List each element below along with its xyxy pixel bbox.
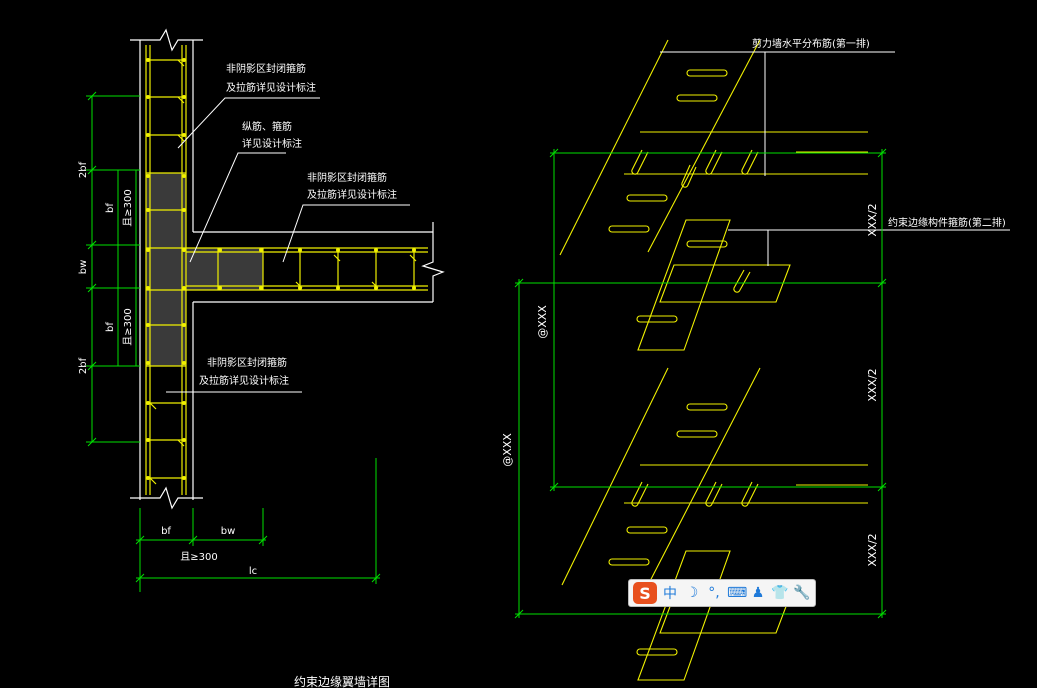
user-icon[interactable]: ♟ [751,585,765,601]
left-vertical-dimensions [86,91,140,447]
dim-xxx-half-3: XXX/2 [866,533,879,566]
dim-ge300-bottom: 且≥300 [122,308,134,345]
label-upper-wall-2: 及拉筋详见设计标注 [226,81,316,94]
right-dimensions [514,148,887,619]
dim-ge300-horizontal: 且≥300 [180,551,217,563]
dim-ge300-top: 且≥300 [122,189,134,226]
rebar-dots [146,58,416,480]
left-horizontal-dimensions [135,458,381,592]
horizontal-wall-rebar [186,247,428,291]
shaded-boundary-zone [146,173,263,366]
wrench-icon[interactable]: 🔧 [793,585,811,601]
right-labels: 剪力墙水平分布筋(第一排) 约束边缘构件箍筋(第二排) [752,37,1006,229]
right-rebar-detail: 剪力墙水平分布筋(第一排) 约束边缘构件箍筋(第二排) XXX/2 XXX/2 … [501,37,1010,681]
dim-bf-bottom: bf [105,322,116,332]
left-vertical-dim-text: 2bf bf 且≥300 bw bf 且≥300 2bf [78,161,134,374]
label-longitudinal-2: 详见设计标注 [242,137,302,150]
dim-bf-top: bf [105,203,116,213]
label-longitudinal-1: 纵筋、箍筋 [242,120,292,133]
label-lower-wall-1: 非阴影区封闭箍筋 [207,356,287,369]
label-flange-1: 非阴影区封闭箍筋 [307,171,387,184]
dim-2bf-top: 2bf [78,161,89,178]
dim-2bf-bottom: 2bf [78,357,89,374]
chinese-mode-icon[interactable]: 中 [663,586,677,602]
dim-bf-horizontal: bf [161,526,171,537]
ime-toolbar[interactable]: S 中 ☽ °, ⌨ ♟ 👕 🔧 [628,579,816,607]
rebar-diagonals [559,39,868,681]
drawing-caption: 约束边缘翼墙详图 [294,674,390,688]
horizontal-wall-outline [193,222,445,303]
vertical-wall-rebar [145,45,187,495]
left-wall-detail: 非阴影区封闭箍筋 及拉筋详见设计标注 纵筋、箍筋 详见设计标注 非阴影区封闭箍筋… [78,28,445,688]
dim-at-xxx-outer: @XXX [501,433,514,467]
right-leader-lines [660,51,1010,266]
dim-bw-horizontal: bw [221,526,236,537]
left-horizontal-dim-text: bf bw 且≥300 lc [161,526,257,577]
dim-at-xxx-inner: @XXX [536,305,549,339]
dim-bw-vertical: bw [78,260,89,275]
label-flange-2: 及拉筋详见设计标注 [307,188,397,201]
shirt-icon[interactable]: 👕 [771,585,789,601]
label-lower-wall-2: 及拉筋详见设计标注 [199,374,289,387]
punctuation-icon[interactable]: °, [708,585,720,601]
keyboard-icon[interactable]: ⌨ [727,585,748,601]
label-boundary-stirrup: 约束边缘构件箍筋(第二排) [888,216,1006,229]
dim-xxx-half-1: XXX/2 [866,203,879,236]
dim-lc: lc [249,566,257,577]
right-dim-text: XXX/2 XXX/2 XXX/2 @XXX @XXX [501,203,879,566]
label-upper-wall-1: 非阴影区封闭箍筋 [226,62,306,75]
sogou-logo-icon[interactable]: S [633,582,657,604]
moon-icon[interactable]: ☽ [685,585,699,601]
leader-lines [166,97,410,393]
left-labels: 非阴影区封闭箍筋 及拉筋详见设计标注 纵筋、箍筋 详见设计标注 非阴影区封闭箍筋… [199,62,397,387]
vertical-wall-outline [130,28,203,510]
dim-xxx-half-2: XXX/2 [866,368,879,401]
label-horizontal-distribution-bar: 剪力墙水平分布筋(第一排) [752,37,870,50]
